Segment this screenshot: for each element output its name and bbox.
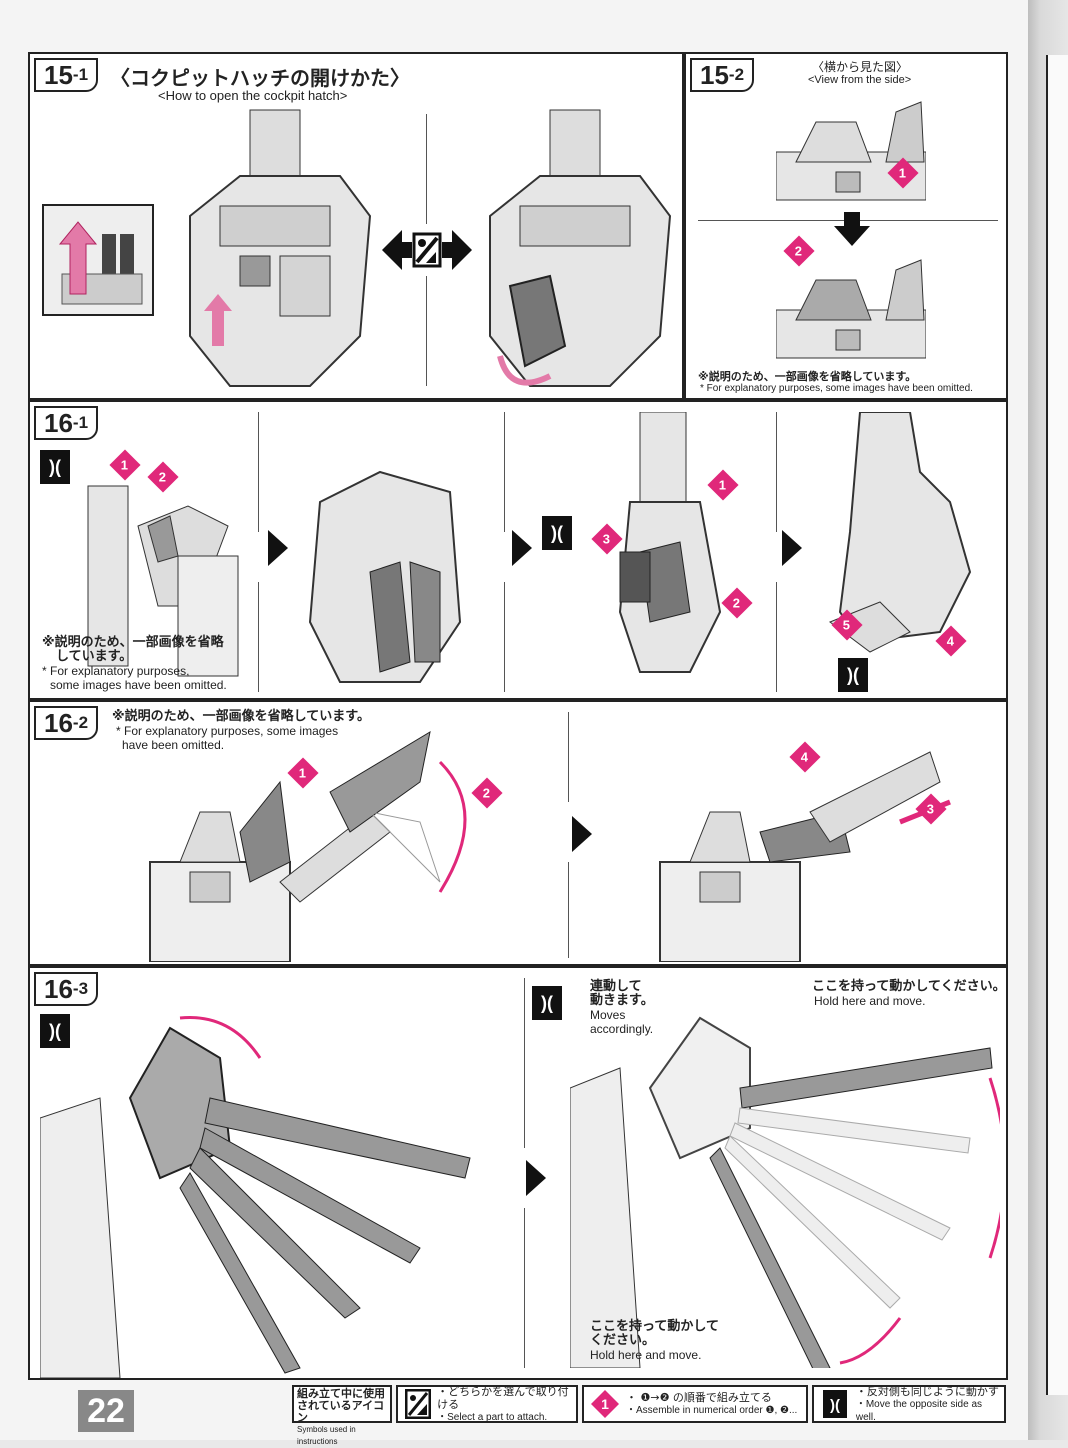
- panel-divider: [426, 114, 427, 224]
- side-view-after-drawing: [776, 259, 926, 359]
- arm-detail-drawing: [308, 470, 462, 683]
- order-number-icon: 1: [590, 1389, 620, 1419]
- step-16-2-panel: 16-2 ※説明のため、一部画像を省略しています。 * For explanat…: [28, 700, 1008, 966]
- arrow-down-icon: [834, 212, 870, 246]
- hold-here-callout-top: ここを持って動かしてください。 Hold here and move.: [812, 979, 1006, 1009]
- next-page-edge: [1046, 55, 1068, 1395]
- panel-divider: [504, 412, 505, 532]
- omission-note-jp: ※説明のため、一部画像を省略しています。: [698, 370, 917, 383]
- svg-text:)(: )(: [830, 1397, 840, 1414]
- step-15-2-panel: 15-2 〈横から見た図〉 <View from the side> 1 2 ※…: [684, 52, 1008, 400]
- omission-note: ※説明のため、一部画像を省略しています。 * For explanatory p…: [112, 709, 370, 753]
- legend-choose-part: ・どちらかを選んで取り付ける ・Select a part to attach.: [396, 1385, 578, 1423]
- step-number: 16-2: [34, 706, 99, 740]
- robot-overview-drawing: [87, 485, 239, 677]
- svg-text:1: 1: [601, 1396, 609, 1412]
- wings-spread-drawing: [570, 1016, 1000, 1368]
- mirror-side-icon: )(: [532, 986, 562, 1020]
- forearm-detail-drawing: [618, 412, 722, 673]
- choose-part-icon: [404, 1389, 431, 1419]
- panel-divider: [776, 582, 777, 692]
- step-16-3-panel: 16-3 )( )( 連動して 動きます。 Moves accordingly.…: [28, 966, 1008, 1380]
- robot-cockpit-closed-drawing: [189, 109, 372, 387]
- arrow-right-icon: [572, 816, 592, 852]
- choose-part-icon: [382, 230, 472, 270]
- panel-divider: [568, 862, 569, 958]
- legend-title: 組み立て中に使用 されているアイコン Symbols used in instr…: [292, 1385, 392, 1446]
- step-title-en: <How to open the cockpit hatch>: [158, 88, 348, 103]
- robot-cockpit-open-drawing: [489, 109, 672, 387]
- panel-divider: [524, 1208, 525, 1368]
- page-number: 22: [78, 1390, 134, 1432]
- legend-order: 1 ・ ❶→❷ の順番で組み立てる ・Assemble in numerical…: [582, 1385, 808, 1423]
- arrow-right-icon: [782, 530, 802, 566]
- view-title-jp: 〈横から見た図〉: [812, 60, 909, 74]
- legend-mirror: )( ・反対側も同じように動かす ・Move the opposite side…: [812, 1385, 1006, 1423]
- view-title-en: <View from the side>: [808, 74, 912, 86]
- panel-divider: [426, 276, 427, 386]
- step-16-1-panel: 16-1 )( 1 2 ※説明のため、一部画像を省略 しています。 * For …: [28, 400, 1008, 700]
- moves-accordingly-callout: 連動して 動きます。 Moves accordingly.: [590, 979, 654, 1037]
- step-number: 15-1: [34, 58, 99, 92]
- mirror-side-icon: )(: [838, 658, 868, 692]
- wing-after-drawing: [659, 751, 951, 962]
- panel-divider: [776, 412, 777, 532]
- arrow-right-icon: [526, 1160, 546, 1196]
- step-number: 15-2: [690, 58, 755, 92]
- step-15-1-panel: 15-1 〈コクピットハッチの開けかた〉 <How to open the co…: [28, 52, 684, 400]
- wing-before-drawing: [149, 730, 467, 962]
- step-number: 16-3: [34, 972, 99, 1006]
- omission-note: ※説明のため、一部画像を省略 しています。 * For explanatory …: [42, 635, 227, 693]
- step-title-jp: 〈コクピットハッチの開けかた〉: [110, 66, 410, 90]
- arrow-right-icon: [512, 530, 532, 566]
- mirror-side-icon: )(: [820, 1389, 850, 1419]
- hold-here-callout-bottom: ここを持って動かして ください。 Hold here and move.: [590, 1319, 719, 1363]
- wings-folded-drawing: [40, 1016, 471, 1378]
- arrow-right-icon: [268, 530, 288, 566]
- panel-divider: [258, 412, 259, 532]
- mirror-side-icon: )(: [40, 1014, 70, 1048]
- mirror-side-icon: )(: [40, 450, 70, 484]
- panel-divider: [524, 978, 525, 1148]
- panel-divider: [568, 712, 569, 802]
- mirror-side-icon: )(: [542, 516, 572, 550]
- panel-divider: [258, 582, 259, 692]
- step-number: 16-1: [34, 406, 99, 440]
- cockpit-inset-drawing: [42, 204, 154, 316]
- omission-note-en: * For explanatory purposes, some images …: [700, 383, 973, 394]
- panel-divider: [504, 582, 505, 692]
